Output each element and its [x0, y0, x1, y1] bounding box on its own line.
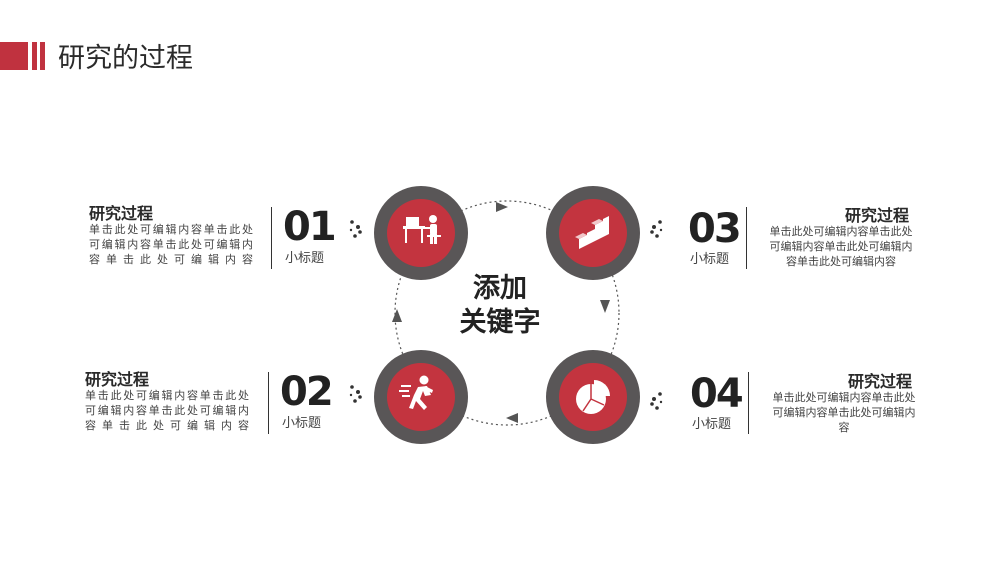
page-title: 研究的过程	[58, 43, 193, 74]
title-accent-stripe	[32, 42, 37, 70]
dots-decoration-01	[349, 220, 362, 238]
step-03-number: 03	[688, 206, 742, 252]
step-01-heading: 研究过程	[89, 204, 154, 223]
dots-decoration-02	[349, 385, 362, 403]
center-keyword-line1: 添加	[473, 273, 527, 304]
title-accent-block	[0, 42, 28, 70]
center-keyword-line2: 关键字	[459, 307, 541, 338]
step-01-divider	[271, 207, 272, 269]
desk-worker-icon	[403, 215, 441, 244]
step-01-number: 01	[283, 204, 337, 250]
arrow-up-icon	[392, 309, 402, 322]
dots-decoration-03	[650, 220, 663, 238]
step-03-heading: 研究过程	[845, 206, 910, 225]
arrow-right-icon	[496, 202, 508, 212]
step-02-description: 单击此处可编辑内容单击此处 可编辑内容单击此处可编辑内 容单击此处可编辑内容	[85, 389, 249, 432]
step-02-subtitle: 小标题	[282, 416, 322, 431]
step-04-divider	[748, 372, 749, 434]
step-03-circle	[546, 186, 640, 280]
pie-chart-icon	[576, 380, 610, 414]
step-01-circle	[374, 186, 468, 280]
step-03-subtitle: 小标题	[690, 252, 730, 267]
center-keyword: 添加 关键字	[440, 272, 560, 340]
title-accent-stripe	[40, 42, 45, 70]
step-02-number: 02	[280, 369, 334, 415]
dots-decoration-04	[650, 392, 663, 410]
step-04-heading: 研究过程	[848, 372, 913, 391]
step-04-subtitle: 小标题	[692, 417, 732, 432]
running-man-icon	[399, 375, 433, 410]
step-04-number: 04	[690, 371, 744, 417]
step-01-description: 单击此处可编辑内容单击此处 可编辑内容单击此处可编辑内 容单击此处可编辑内容	[89, 223, 253, 266]
step-04-description: 单击此处可编辑内容单击此处 可编辑内容单击此处可编辑内 容	[772, 391, 916, 434]
bar-blocks-icon	[575, 216, 609, 249]
step-02-heading: 研究过程	[85, 370, 150, 389]
step-01-subtitle: 小标题	[285, 251, 325, 266]
step-02-divider	[268, 372, 269, 434]
arrow-left-icon	[506, 413, 518, 423]
step-02-circle	[374, 350, 468, 444]
arrow-down-icon	[600, 300, 610, 313]
step-03-description: 单击此处可编辑内容单击此处 可编辑内容单击此处可编辑内 容单击此处可编辑内容	[769, 225, 913, 268]
step-03-divider	[746, 207, 747, 269]
step-04-circle	[546, 350, 640, 444]
